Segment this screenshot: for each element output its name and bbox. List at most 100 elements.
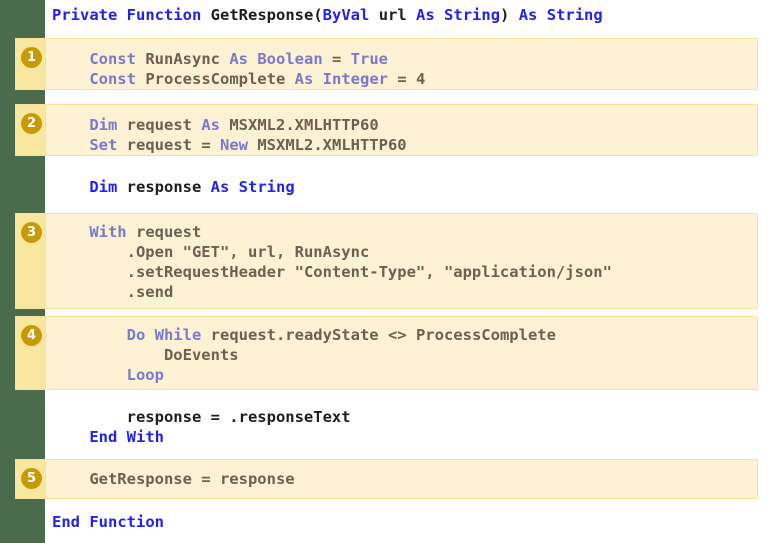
code-token bbox=[192, 116, 201, 134]
code-token: Function bbox=[89, 513, 164, 531]
code-line: response = .responseText bbox=[127, 406, 768, 428]
code-token: 4 bbox=[416, 70, 426, 88]
step-highlight-block-4: 4 bbox=[15, 316, 758, 390]
code-token: ByVal bbox=[322, 6, 370, 24]
code-token bbox=[285, 70, 294, 88]
code-line: Private Function GetResponse(ByVal url A… bbox=[52, 4, 768, 26]
step-badge-2: 2 bbox=[21, 113, 42, 134]
code-token bbox=[136, 50, 145, 68]
code-token: request bbox=[126, 136, 192, 154]
code-token: ProcessComplete bbox=[415, 326, 556, 344]
code-token: New bbox=[219, 136, 248, 154]
code-line: End With bbox=[89, 426, 768, 448]
code-token: String bbox=[238, 178, 295, 196]
code-token: request.readyState bbox=[210, 326, 379, 344]
code-token: request bbox=[135, 223, 202, 241]
code-token: response bbox=[219, 470, 295, 488]
code-token: = bbox=[322, 50, 351, 68]
code-token bbox=[369, 6, 378, 24]
code-token: Loop bbox=[126, 366, 164, 384]
code-token bbox=[80, 513, 89, 531]
code-line: End Function bbox=[52, 511, 768, 533]
step-highlight-block-5: 5 bbox=[15, 459, 758, 499]
code-token bbox=[220, 116, 229, 134]
code-token bbox=[229, 178, 238, 196]
code-token bbox=[407, 6, 416, 24]
code-token: ) bbox=[500, 6, 519, 24]
code-token: response bbox=[126, 178, 202, 196]
code-token: As bbox=[294, 70, 314, 88]
code-token: = bbox=[201, 408, 230, 426]
code-line: With request bbox=[89, 221, 768, 243]
code-token: "Content-Type" bbox=[294, 263, 426, 281]
code-line: Set request = New MSXML2.XMLHTTP60 bbox=[89, 134, 768, 156]
code-token: DoEvents bbox=[163, 346, 239, 364]
code-token: End bbox=[52, 513, 80, 531]
code-token bbox=[220, 50, 229, 68]
step-badge-column: 3 bbox=[15, 213, 46, 309]
code-token bbox=[313, 70, 322, 88]
code-token bbox=[127, 223, 136, 241]
code-token: GetResponse bbox=[89, 470, 192, 488]
code-token: End bbox=[89, 428, 118, 446]
code-token bbox=[117, 116, 126, 134]
step-badge-5: 5 bbox=[21, 468, 42, 489]
code-token: MSXML2.XMLHTTP60 bbox=[257, 136, 407, 154]
code-token: With bbox=[89, 223, 127, 241]
code-token: As bbox=[210, 178, 230, 196]
code-token: String bbox=[546, 6, 603, 24]
code-token bbox=[201, 178, 210, 196]
code-line: Dim response As String bbox=[89, 176, 768, 198]
code-token: Const bbox=[89, 50, 136, 68]
code-token: With bbox=[126, 428, 164, 446]
code-token: = bbox=[191, 136, 220, 154]
code-token: True bbox=[350, 50, 388, 68]
code-token bbox=[117, 136, 126, 154]
code-line: Dim request As MSXML2.XMLHTTP60 bbox=[89, 114, 768, 136]
code-token bbox=[117, 178, 126, 196]
code-token: As bbox=[518, 6, 538, 24]
code-token: RunAsync bbox=[145, 50, 220, 68]
code-token: Dim bbox=[89, 178, 118, 196]
code-token bbox=[117, 428, 126, 446]
code-token: ProcessComplete bbox=[145, 70, 286, 88]
code-line: .setRequestHeader "Content-Type", "appli… bbox=[127, 261, 768, 283]
step-badge-1: 1 bbox=[21, 47, 42, 68]
code-token bbox=[201, 326, 210, 344]
step-badge-4: 4 bbox=[21, 325, 42, 346]
code-token: <> bbox=[378, 326, 416, 344]
code-token: .setRequestHeader bbox=[126, 263, 295, 281]
code-line: DoEvents bbox=[164, 344, 768, 366]
code-token: MSXML2.XMLHTTP60 bbox=[229, 116, 379, 134]
code-token bbox=[248, 50, 257, 68]
code-token: request bbox=[126, 116, 192, 134]
code-line: .send bbox=[127, 281, 768, 303]
code-token bbox=[201, 6, 210, 24]
code-token: As bbox=[201, 116, 220, 134]
code-token: url bbox=[247, 243, 276, 261]
step-highlight-block-3: 3 bbox=[15, 213, 758, 309]
code-token: Boolean bbox=[257, 50, 323, 68]
code-token: Const bbox=[89, 70, 136, 88]
code-token bbox=[537, 6, 546, 24]
step-badge-column: 2 bbox=[15, 104, 46, 156]
code-token: , bbox=[275, 243, 295, 261]
code-line: .Open "GET", url, RunAsync bbox=[127, 241, 768, 263]
code-token: , bbox=[229, 243, 248, 261]
code-token: = bbox=[191, 470, 220, 488]
code-token bbox=[435, 6, 444, 24]
code-token: GetResponse bbox=[210, 6, 314, 24]
code-token: While bbox=[154, 326, 202, 344]
code-token: ( bbox=[313, 6, 323, 24]
code-token: Function bbox=[126, 6, 202, 24]
code-token: Integer bbox=[322, 70, 388, 88]
code-token: , bbox=[425, 263, 444, 281]
step-badge-column: 1 bbox=[15, 38, 46, 90]
code-token: As bbox=[416, 6, 435, 24]
code-token: Private bbox=[52, 6, 118, 24]
code-line: Loop bbox=[127, 364, 768, 386]
code-token: "application/json" bbox=[443, 263, 612, 281]
code-line: Const RunAsync As Boolean = True bbox=[89, 48, 768, 70]
